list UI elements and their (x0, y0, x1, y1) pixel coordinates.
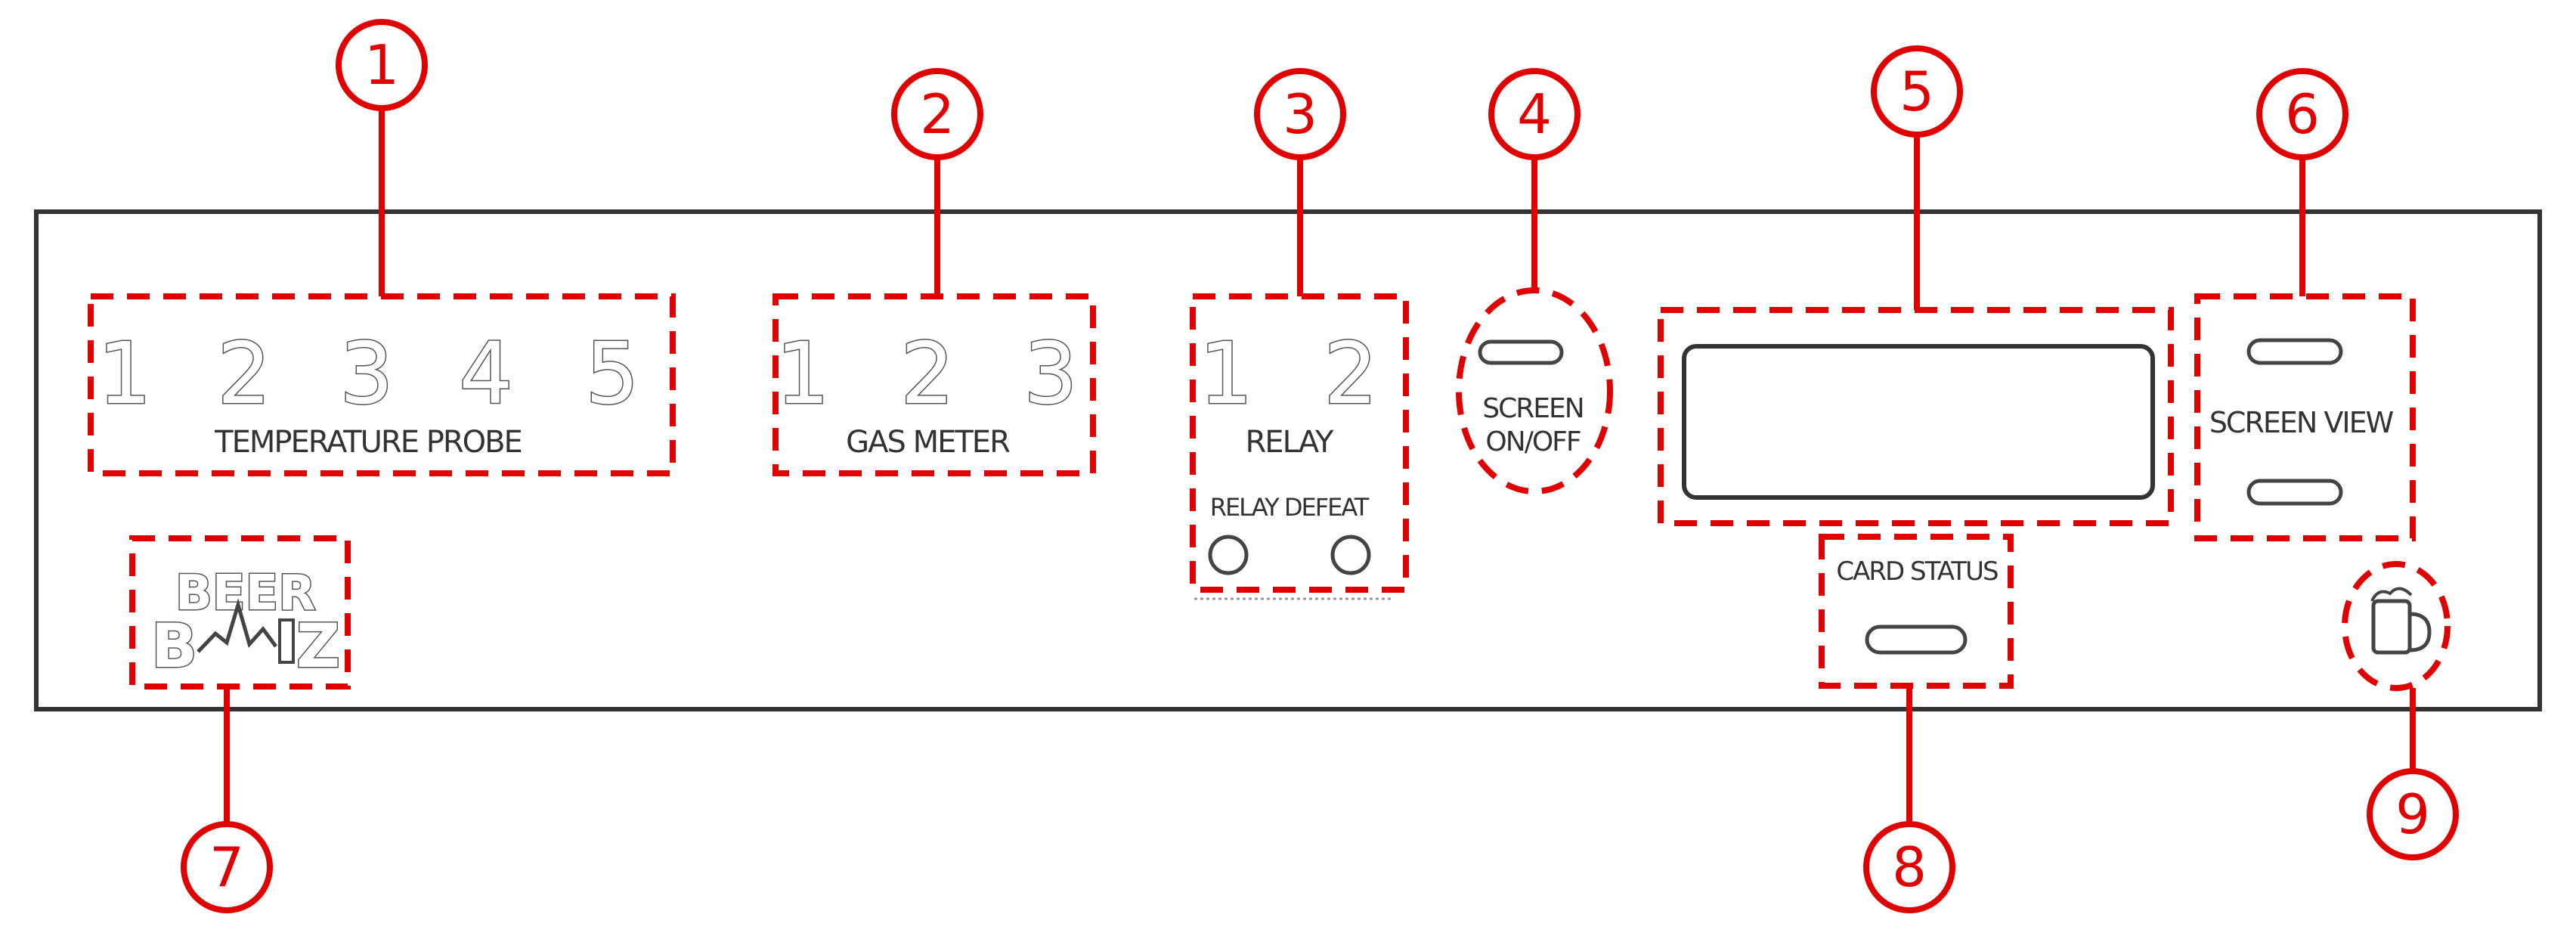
gas-meter-number-1: 1 (776, 325, 829, 423)
relay-label: RELAY (1246, 425, 1335, 460)
front-panel (34, 209, 2542, 711)
screen-power-button[interactable] (1478, 339, 1564, 365)
callout-circle-7 (181, 821, 273, 913)
logo-text-z: Z (296, 611, 340, 681)
temperature-probe-numbers: 1 2 3 4 5 (97, 324, 640, 425)
callout-number-6: 6 (2285, 82, 2320, 146)
logo-text-beer: BEER (175, 566, 316, 621)
screen-power-label-line2: ON/OFF (1485, 426, 1580, 457)
gas-meter-number-3: 3 (1023, 325, 1077, 423)
highlight-logo (129, 535, 351, 690)
highlight-screen-view (2194, 293, 2416, 541)
probe-number-3: 3 (339, 325, 393, 423)
gas-meter-numbers: 1 2 3 (775, 324, 1079, 425)
callout-circle-1 (336, 19, 428, 111)
logo-text-b: B (151, 611, 197, 681)
screen-view-up-button[interactable] (2246, 338, 2343, 365)
callout-number-5: 5 (1899, 60, 1934, 123)
probe-number-2: 2 (217, 325, 271, 423)
callout-circle-4 (1488, 68, 1581, 160)
beer-biz-logo: BEER B Z (150, 565, 342, 683)
callout-number-1: 1 (364, 33, 399, 97)
relay-defeat-button-2[interactable] (1330, 535, 1371, 575)
relay-defeat-label: RELAY DEFEAT (1210, 493, 1370, 522)
card-status-indicator (1865, 625, 1968, 655)
highlight-mug (2342, 561, 2451, 691)
callout-number-8: 8 (1892, 835, 1927, 899)
callout-circle-3 (1254, 68, 1346, 160)
relay-number-1: 1 (1199, 325, 1252, 423)
temperature-probe-label: TEMPERATURE PROBE (214, 425, 522, 460)
callout-circle-2 (891, 68, 983, 160)
relay-defeat-button-1[interactable] (1208, 535, 1249, 575)
gas-meter-label: GAS METER (846, 425, 1010, 460)
callout-circle-6 (2256, 68, 2348, 160)
callout-number-3: 3 (1283, 82, 1317, 146)
callout-circle-8 (1863, 821, 1955, 913)
probe-number-5: 5 (585, 325, 639, 423)
callout-number-7: 7 (209, 835, 244, 899)
relay-numbers: 1 2 (1198, 324, 1379, 425)
callout-number-2: 2 (920, 82, 955, 146)
screen-view-down-button[interactable] (2246, 479, 2343, 506)
callouts: 1 2 3 4 5 6 7 8 9 (181, 19, 2459, 913)
logo-wave-icon (197, 598, 278, 653)
screen-power-label-line1: SCREEN (1482, 393, 1583, 424)
screen-view-label: SCREEN VIEW (2209, 406, 2394, 439)
probe-number-4: 4 (459, 325, 512, 423)
callout-number-9: 9 (2395, 783, 2430, 846)
callout-circle-5 (1871, 45, 1963, 138)
callout-number-4: 4 (1517, 82, 1552, 146)
callout-leaders (224, 108, 2416, 824)
beer-mug-icon (2370, 587, 2432, 655)
relay-number-2: 2 (1324, 325, 1377, 423)
probe-number-1: 1 (98, 325, 151, 423)
card-status-label: CARD STATUS (1836, 556, 1998, 587)
gas-meter-number-2: 2 (900, 325, 954, 423)
callout-circle-9 (2367, 768, 2459, 860)
highlight-card-status (1819, 534, 2014, 689)
logo-i-stroke (278, 618, 295, 664)
display-screen (1682, 344, 2155, 500)
